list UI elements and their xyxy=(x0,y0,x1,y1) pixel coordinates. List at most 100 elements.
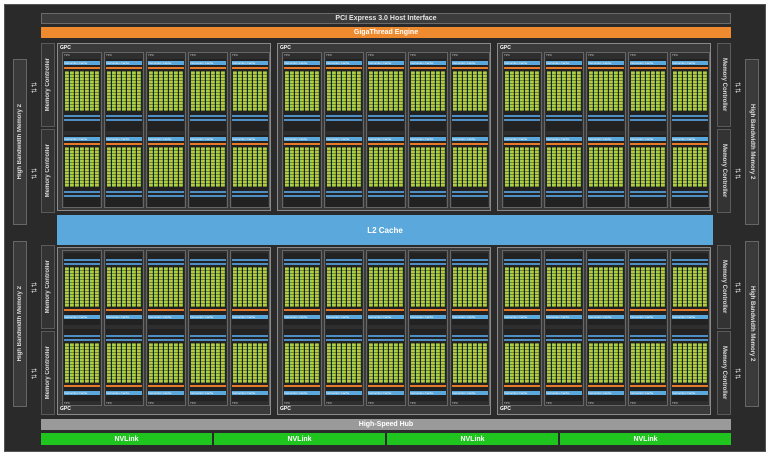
instruction-cache: Instruction Cache xyxy=(672,61,708,65)
sm-block: Instruction Cache xyxy=(368,59,404,131)
load-store-bar xyxy=(190,259,226,261)
instruction-cache: Instruction Cache xyxy=(284,391,320,395)
warp-scheduler-bar xyxy=(588,385,624,387)
load-store-bar xyxy=(190,335,226,337)
instruction-cache: Instruction Cache xyxy=(546,61,582,65)
sm-block: Instruction Cache xyxy=(106,135,142,207)
load-store-bar xyxy=(452,115,488,117)
load-store-bar xyxy=(452,335,488,337)
hbm2-label: High Bandwidth Memory 2 xyxy=(749,286,755,362)
instruction-cache: Instruction Cache xyxy=(672,137,708,141)
texture-unit-bar xyxy=(672,195,708,197)
warp-scheduler-bar xyxy=(326,143,362,145)
texture-unit-bar xyxy=(368,119,404,121)
load-store-bar xyxy=(410,191,446,193)
texture-unit-bar xyxy=(232,263,268,265)
sm-block: Instruction Cache xyxy=(452,253,488,325)
bidirectional-arrow-icon: ⇄⇄ xyxy=(735,82,741,95)
cuda-cores xyxy=(673,147,707,187)
load-store-bar xyxy=(106,191,142,193)
sm-block: Instruction Cache xyxy=(588,329,624,401)
cuda-cores xyxy=(65,343,99,383)
sm-block: Instruction Cache xyxy=(190,253,226,325)
load-store-bar xyxy=(326,191,362,193)
load-store-bar xyxy=(64,259,100,261)
warp-scheduler-bar xyxy=(326,67,362,69)
load-store-bar xyxy=(504,115,540,117)
tpc-label: TPC xyxy=(504,53,510,57)
cuda-cores xyxy=(233,71,267,111)
instruction-cache: Instruction Cache xyxy=(64,315,100,319)
load-store-bar xyxy=(504,259,540,261)
load-store-bar xyxy=(148,335,184,337)
tpc-label: TPC xyxy=(588,401,594,405)
cuda-cores xyxy=(327,343,361,383)
sm-block: Instruction Cache xyxy=(452,59,488,131)
load-store-bar xyxy=(148,191,184,193)
cuda-cores xyxy=(233,267,267,307)
texture-unit-bar xyxy=(284,263,320,265)
cuda-cores xyxy=(191,343,225,383)
texture-unit-bar xyxy=(452,263,488,265)
tpc-label: TPC xyxy=(232,401,238,405)
sm-block: Instruction Cache xyxy=(232,253,268,325)
cuda-cores xyxy=(673,343,707,383)
load-store-bar xyxy=(630,115,666,117)
hbm2-label: High Bandwidth Memory 2 xyxy=(17,286,23,362)
sm-block: Instruction Cache xyxy=(148,253,184,325)
instruction-cache: Instruction Cache xyxy=(232,137,268,141)
bidirectional-arrow-icon: ⇄⇄ xyxy=(31,168,37,181)
warp-scheduler-bar xyxy=(410,143,446,145)
instruction-cache: Instruction Cache xyxy=(190,61,226,65)
tpc-label: TPC xyxy=(106,401,112,405)
instruction-cache: Instruction Cache xyxy=(326,61,362,65)
warp-scheduler-bar xyxy=(64,309,100,311)
instruction-cache: Instruction Cache xyxy=(452,137,488,141)
instruction-cache: Instruction Cache xyxy=(452,315,488,319)
sm-block: Instruction Cache xyxy=(64,135,100,207)
cuda-cores xyxy=(505,267,539,307)
texture-unit-bar xyxy=(64,119,100,121)
texture-unit-bar xyxy=(190,339,226,341)
warp-scheduler-bar xyxy=(106,309,142,311)
instruction-cache: Instruction Cache xyxy=(106,391,142,395)
sm-block: Instruction Cache xyxy=(546,329,582,401)
load-store-bar xyxy=(630,259,666,261)
texture-unit-bar xyxy=(672,119,708,121)
sm-block: Instruction Cache xyxy=(106,253,142,325)
texture-unit-bar xyxy=(546,263,582,265)
cuda-cores xyxy=(327,267,361,307)
load-store-bar xyxy=(326,115,362,117)
instruction-cache: Instruction Cache xyxy=(630,315,666,319)
cuda-cores xyxy=(505,71,539,111)
tpc-label: TPC xyxy=(672,401,678,405)
instruction-cache: Instruction Cache xyxy=(326,391,362,395)
memory-controller-label: Memory Controller xyxy=(45,58,51,112)
load-store-bar xyxy=(504,335,540,337)
instruction-cache: Instruction Cache xyxy=(232,315,268,319)
warp-scheduler-bar xyxy=(410,309,446,311)
warp-scheduler-bar xyxy=(148,67,184,69)
sm-block: Instruction Cache xyxy=(148,59,184,131)
cuda-cores xyxy=(285,343,319,383)
cuda-cores xyxy=(369,71,403,111)
texture-unit-bar xyxy=(106,263,142,265)
cuda-cores xyxy=(547,147,581,187)
cuda-cores xyxy=(505,147,539,187)
sm-block: Instruction Cache xyxy=(630,59,666,131)
tpc-label: TPC xyxy=(368,401,374,405)
warp-scheduler-bar xyxy=(672,67,708,69)
instruction-cache: Instruction Cache xyxy=(410,137,446,141)
sm-block: Instruction Cache xyxy=(326,253,362,325)
sm-block: Instruction Cache xyxy=(148,135,184,207)
sm-block: Instruction Cache xyxy=(232,135,268,207)
cuda-cores xyxy=(453,343,487,383)
hbm2-bottom-right: High Bandwidth Memory 2 xyxy=(745,241,759,407)
warp-scheduler-bar xyxy=(410,385,446,387)
